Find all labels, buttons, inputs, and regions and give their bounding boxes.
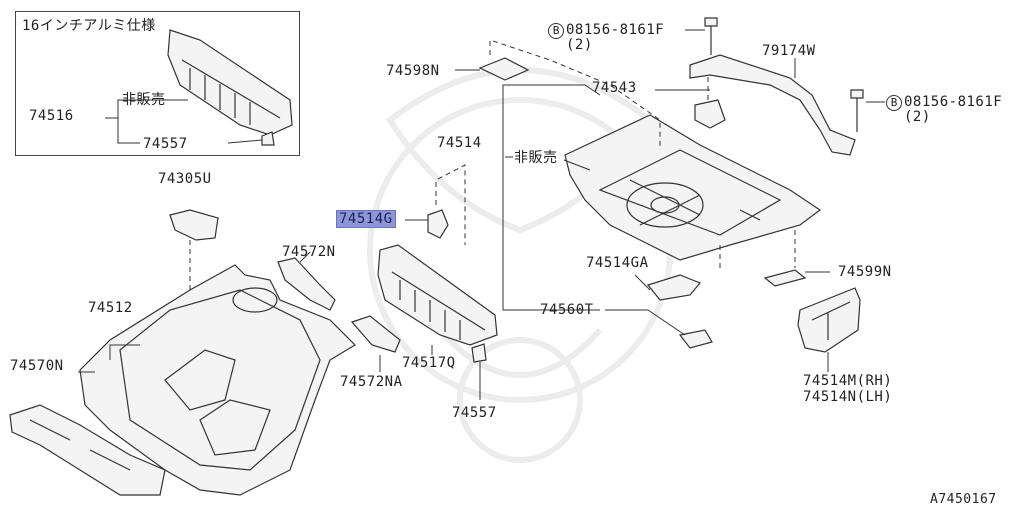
- callout-74512[interactable]: 74512: [88, 300, 133, 316]
- part-79174W: [689, 54, 856, 156]
- part-74514GA: [646, 274, 701, 301]
- callout-74514GA[interactable]: 74514GA: [586, 255, 649, 271]
- callout-74514-not-sold: 非販売: [514, 150, 558, 166]
- callout-74514M[interactable]: 74514M(RH): [803, 373, 893, 389]
- part-74598N: [478, 57, 530, 81]
- bolt-2: [850, 89, 864, 132]
- inset-panel: [15, 11, 300, 156]
- part-74514: [564, 114, 822, 261]
- callout-74305U[interactable]: 74305U: [158, 171, 212, 187]
- part-74517Q: [377, 244, 498, 346]
- callout-74514N[interactable]: 74514N(LH): [803, 389, 893, 405]
- callout-74516[interactable]: 74516: [29, 108, 74, 124]
- diagram-id: A7450167: [930, 492, 997, 507]
- part-74599N: [763, 269, 807, 287]
- part-74560T: [678, 329, 713, 349]
- part-74543: [694, 99, 726, 129]
- inset-title: 16インチアルミ仕様: [22, 18, 156, 34]
- callout-74598N[interactable]: 74598N: [386, 63, 440, 79]
- callout-74557[interactable]: 74557: [452, 405, 497, 421]
- part-74512: [79, 264, 356, 496]
- callout-74572N[interactable]: 74572N: [282, 244, 336, 260]
- part-74305U: [169, 209, 219, 241]
- callout-74557-inset[interactable]: 74557: [143, 136, 188, 152]
- part-74514MN: [797, 287, 861, 353]
- callout-79174W[interactable]: 79174W: [762, 43, 816, 59]
- part-74572NA: [350, 315, 401, 353]
- bolt-1: [704, 17, 718, 55]
- part-74557: [471, 343, 487, 363]
- callout-74514[interactable]: 74514: [437, 135, 482, 151]
- callout-not-sold-inset: 非販売: [122, 92, 166, 108]
- part-74557-inset: [261, 131, 275, 146]
- callout-74517Q[interactable]: 74517Q: [402, 355, 456, 371]
- callout-74514G-highlighted[interactable]: 74514G: [336, 210, 396, 228]
- bolt-badge-1: B: [548, 23, 564, 39]
- callout-74560T[interactable]: 74560T: [540, 302, 594, 318]
- callout-74599N[interactable]: 74599N: [838, 264, 892, 280]
- callout-74572NA[interactable]: 74572NA: [340, 374, 403, 390]
- part-74514G: [427, 209, 449, 239]
- bolt-badge-2: B: [886, 95, 902, 111]
- callout-bolt-1-qty: (2): [566, 37, 593, 53]
- callout-bolt-2[interactable]: 08156-8161F: [904, 94, 1003, 110]
- callout-74543[interactable]: 74543: [592, 80, 637, 96]
- part-74572N: [277, 257, 336, 311]
- callout-74570N[interactable]: 74570N: [10, 358, 64, 374]
- callout-bolt-2-qty: (2): [904, 109, 931, 125]
- part-74570N: [9, 404, 166, 496]
- callout-bolt-1[interactable]: 08156-8161F: [566, 22, 665, 38]
